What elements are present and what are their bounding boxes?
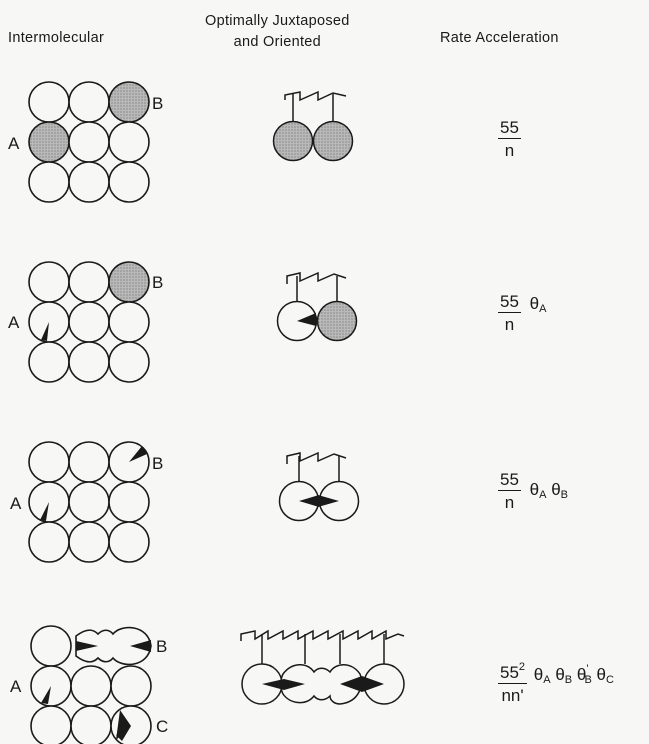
row1-grid bbox=[29, 82, 149, 202]
grid-molecule bbox=[31, 626, 71, 666]
grid-molecule bbox=[109, 162, 149, 202]
label-c-row4: C bbox=[156, 717, 168, 737]
grid-molecule bbox=[69, 262, 109, 302]
rate-row3: 55 n θA θB bbox=[498, 471, 568, 511]
rate-fraction: 55 n bbox=[498, 293, 521, 333]
grid-molecule bbox=[69, 122, 109, 162]
molecule-b bbox=[109, 262, 149, 302]
rate-theta-terms: θA bbox=[530, 295, 547, 315]
row4-grid bbox=[31, 626, 151, 744]
grid-molecule bbox=[29, 82, 69, 122]
theta-subscript: C bbox=[606, 674, 614, 686]
molecule-b bbox=[109, 82, 149, 122]
grid-molecule bbox=[69, 522, 109, 562]
theta-subscript: A bbox=[539, 489, 546, 501]
theta-subscript: A bbox=[539, 303, 546, 315]
label-b-row2: B bbox=[152, 273, 163, 293]
grid-molecule bbox=[69, 482, 109, 522]
rate-denominator: n bbox=[498, 491, 521, 511]
grid-molecule bbox=[29, 262, 69, 302]
rate-numerator: 55 bbox=[498, 471, 521, 491]
grid-molecule bbox=[109, 122, 149, 162]
molecule-b bbox=[314, 122, 353, 161]
grid-molecule bbox=[69, 162, 109, 202]
backbone-zigzag bbox=[285, 92, 346, 100]
rate-fraction: 55 n bbox=[498, 471, 521, 511]
grid-molecule bbox=[29, 342, 69, 382]
rate-numerator: 55 bbox=[498, 119, 521, 139]
grid-molecule bbox=[69, 442, 109, 482]
grid-molecule bbox=[111, 666, 151, 706]
row3-tethered-pair bbox=[280, 453, 359, 521]
molecule-a bbox=[29, 122, 69, 162]
row2-grid bbox=[29, 262, 149, 382]
rate-row4: 552 nn' θA θB θ'B θC bbox=[498, 662, 614, 704]
rate-theta-terms: θA θB θ'B θC bbox=[534, 664, 614, 686]
rate-denominator: n bbox=[498, 139, 521, 159]
grid-molecule bbox=[31, 706, 71, 744]
label-b-row1: B bbox=[152, 94, 163, 114]
grid-molecule bbox=[69, 342, 109, 382]
grid-molecule bbox=[109, 342, 149, 382]
theta-subscript: A bbox=[543, 674, 550, 686]
grid-molecule bbox=[109, 482, 149, 522]
theta-symbol: θ bbox=[530, 294, 539, 313]
grid-molecule bbox=[109, 302, 149, 342]
rate-denominator: n bbox=[498, 313, 521, 333]
label-b-row4: B bbox=[156, 637, 167, 657]
grid-molecule bbox=[69, 302, 109, 342]
rate-numerator-base: 55 bbox=[500, 663, 519, 682]
rate-fraction: 55 n bbox=[498, 119, 521, 159]
theta-symbol: θ bbox=[534, 665, 543, 684]
theta-symbol: θ bbox=[551, 480, 560, 499]
backbone-zigzag bbox=[241, 631, 404, 641]
grid-molecule bbox=[29, 162, 69, 202]
label-a-row1: A bbox=[8, 134, 19, 154]
theta-symbol: θ bbox=[597, 665, 606, 684]
row1-tethered-pair bbox=[274, 92, 353, 161]
grid-molecule bbox=[29, 442, 69, 482]
rate-numerator: 552 bbox=[498, 662, 527, 684]
grid-molecule bbox=[69, 82, 109, 122]
rate-theta-terms: θA θB bbox=[530, 481, 568, 501]
label-b-row3: B bbox=[152, 454, 163, 474]
molecule-b bbox=[318, 302, 357, 341]
rate-numerator: 55 bbox=[498, 293, 521, 313]
theta-symbol: θ bbox=[555, 665, 564, 684]
label-a-row2: A bbox=[8, 313, 19, 333]
grid-molecule bbox=[109, 522, 149, 562]
grid-molecule bbox=[71, 706, 111, 744]
rate-row1: 55 n bbox=[498, 119, 521, 159]
theta-subscript: B bbox=[561, 489, 568, 501]
molecule-a bbox=[274, 122, 313, 161]
rate-row2: 55 n θA bbox=[498, 293, 546, 333]
rate-numerator-exponent: 2 bbox=[519, 661, 525, 673]
backbone-zigzag bbox=[287, 453, 346, 464]
rate-fraction: 552 nn' bbox=[498, 662, 527, 704]
theta-subscript: B bbox=[565, 674, 572, 686]
rate-denominator: nn' bbox=[498, 684, 527, 704]
grid-molecule bbox=[29, 522, 69, 562]
grid-molecule bbox=[71, 666, 111, 706]
label-a-row3: A bbox=[10, 494, 21, 514]
theta-symbol: θ bbox=[530, 480, 539, 499]
row4-tethered-chain bbox=[241, 631, 404, 704]
label-a-row4: A bbox=[10, 677, 21, 697]
theta-subscript: B bbox=[584, 674, 591, 686]
row2-tethered-pair bbox=[278, 273, 357, 341]
